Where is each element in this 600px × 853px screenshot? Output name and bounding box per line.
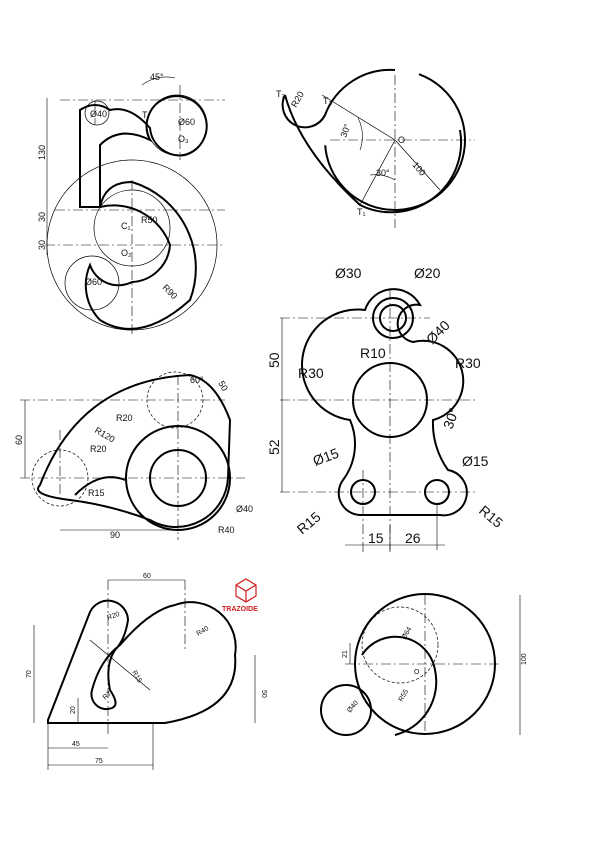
d5-dim-45: 45 (72, 741, 80, 748)
d1-point-c1: C₁ (121, 221, 131, 231)
d3-dim-o40: Ø40 (236, 504, 253, 514)
d4-dim-o15a: Ø15 (311, 445, 342, 469)
d1-dim-30b: 30 (37, 240, 47, 250)
logo-text: TRAZOIDE (222, 606, 258, 613)
d4-dim-o30: Ø30 (335, 265, 362, 281)
d3-dim-r20b: R20 (90, 444, 107, 454)
d3-dim-60: 60 (14, 435, 24, 445)
d6-dim-100: 100 (521, 653, 528, 665)
d4-dim-r10: R10 (360, 345, 386, 361)
d4-dim-15: 15 (368, 530, 384, 546)
d4-dim-50: 50 (266, 352, 282, 368)
drawing-1: 45° 130 30 30 Ø40 Ø60 O₃ T C₁ R50 O₂ R90… (37, 72, 225, 335)
d3-angle-60: 60° (190, 375, 204, 385)
cube-icon (235, 578, 257, 603)
drawing-3: 60 90 50 60° R20 R120 R20 R15 Ø40 R40 (14, 371, 253, 540)
drawing-5: 60 70 50 20 45 75 R20 R40 R15 R7 (26, 573, 267, 770)
d5-dim-r40: R40 (196, 625, 211, 638)
d5-dim-20: 20 (70, 706, 77, 714)
d2-angle-30b: 30° (376, 168, 390, 178)
d5-dim-r7: R7 (102, 690, 113, 701)
d4-dim-26: 26 (405, 530, 421, 546)
d5-dim-50: 50 (260, 690, 267, 698)
d4-dim-r30a: R30 (298, 365, 324, 381)
d4-angle-30: 30° (440, 406, 462, 431)
d2-angle-30a: 30° (338, 122, 352, 139)
trazoide-logo: TRAZOIDE (222, 578, 258, 613)
d1-dim-130: 130 (37, 145, 47, 160)
d1-dim-o60b: Ø60 (85, 277, 102, 287)
d4-dim-r15a: R15 (294, 508, 324, 537)
d6-dim-r55: R55 (398, 688, 411, 703)
d4-dim-o40: Ø40 (423, 317, 453, 347)
d4-dim-o20: Ø20 (414, 265, 441, 281)
d6-dim-o64: Ø64 (401, 626, 414, 641)
d2-dim-100: 100 (410, 160, 427, 178)
d2-point-t2: T₂ (323, 96, 332, 106)
d2-point-t1: T₁ (357, 207, 366, 217)
d5-dim-60: 60 (143, 573, 151, 580)
drawing-2: T₃ R20 T₂ 30° O 30° 100 T₁ (276, 68, 475, 228)
d1-angle-label: 45° (150, 72, 164, 82)
drawing-4: 50 52 15 26 Ø30 Ø20 Ø40 R10 R30 R30 30° … (266, 265, 506, 555)
d5-dim-70: 70 (26, 670, 33, 678)
d1-dim-30a: 30 (37, 212, 47, 222)
d5-dim-r20: R20 (106, 611, 121, 622)
d1-dim-r90: R90 (161, 282, 180, 301)
d6-dim-21: 21 (342, 650, 349, 658)
d1-point-o3: O₃ (178, 134, 189, 144)
d3-dim-r15: R15 (88, 488, 105, 498)
d4-dim-r30b: R30 (455, 355, 481, 371)
d1-point-o2: O₂ (121, 248, 132, 258)
d2-point-t3: T₃ (276, 89, 285, 99)
d3-dim-r20a: R20 (116, 413, 133, 423)
d6-dim-o40: Ø40 (346, 700, 360, 715)
d5-dim-75: 75 (95, 758, 103, 765)
d4-dim-52: 52 (266, 439, 282, 455)
d1-point-t: T (142, 110, 148, 120)
d1-dim-r50: R50 (141, 215, 158, 225)
d4-dim-o15b: Ø15 (462, 453, 489, 469)
d2-dim-r20: R20 (289, 90, 306, 109)
drawing-6: 100 21 Ø64 O R55 Ø40 (320, 593, 528, 736)
d4-dim-r15b: R15 (476, 502, 506, 531)
d1-dim-o40: Ø40 (90, 109, 107, 119)
d3-dim-r120: R120 (93, 425, 117, 444)
d3-dim-90: 90 (110, 530, 120, 540)
d2-point-o: O (398, 135, 405, 145)
d1-dim-o60: Ø60 (178, 117, 195, 127)
d3-dim-50: 50 (216, 379, 230, 393)
d6-point-o: O (414, 669, 420, 676)
d3-dim-r40: R40 (218, 525, 235, 535)
